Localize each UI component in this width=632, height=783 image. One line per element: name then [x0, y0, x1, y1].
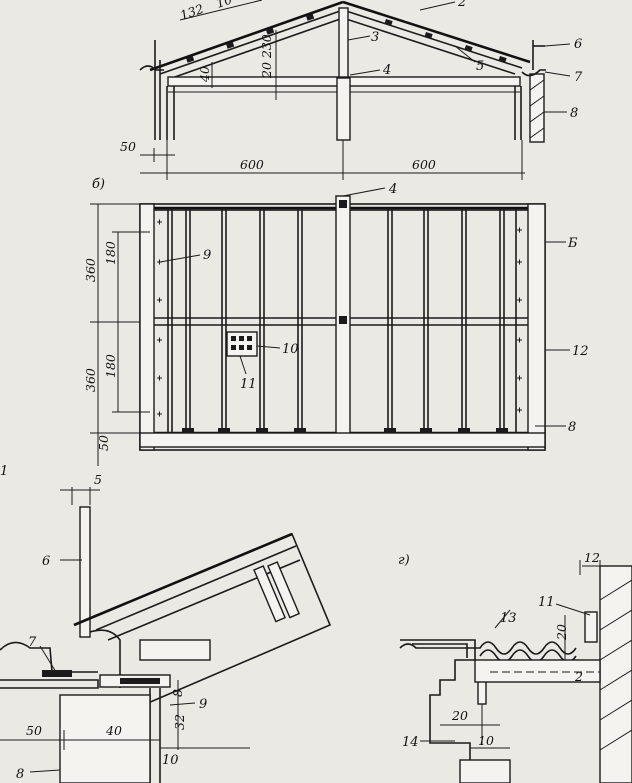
dim-50-top: 50: [120, 139, 136, 154]
dim-50-plan: 50: [96, 435, 111, 451]
label-4-top: 4: [382, 63, 391, 78]
dim-20-230: 20 230: [259, 34, 274, 79]
label-11-detail: 11: [538, 595, 555, 610]
dim-600-right: 600: [412, 157, 436, 172]
dim-12: 12: [584, 550, 600, 565]
label-6-top: 6: [574, 37, 582, 52]
dim-20-g: 20: [451, 708, 468, 723]
dim-10-top: 10: [214, 0, 234, 11]
label-14: 14: [402, 735, 419, 750]
label-4-plan: 4: [388, 182, 397, 197]
label-7-detail: 7: [28, 635, 37, 650]
eave-detail-view: [0, 487, 332, 783]
dim-32-detail: 32: [172, 714, 187, 730]
dim-2: 2: [574, 669, 583, 684]
dim-40-top: 40: [197, 66, 212, 83]
label-3: 3: [371, 30, 379, 45]
label-b6-plan: Б: [567, 236, 578, 251]
label-11-plan: 11: [240, 377, 257, 392]
label-12: 12: [572, 344, 589, 359]
ridge-detail-view: [399, 560, 632, 783]
dim-50-detail: 50: [26, 723, 42, 738]
view-label-b: б): [92, 177, 105, 192]
dim-10-g: 10: [478, 733, 494, 748]
label-6-detail: 6: [42, 554, 50, 569]
label-10-detail: 10: [162, 753, 179, 768]
truss-section-view: [139, 0, 571, 180]
label-9-plan: 9: [203, 248, 211, 263]
dim-180-bot: 180: [103, 354, 118, 378]
dim-600-left: 600: [240, 157, 264, 172]
label-13: 13: [500, 611, 517, 626]
view-label-g: г): [398, 553, 410, 568]
dim-180-top: 180: [103, 241, 118, 265]
label-10-plan: 10: [282, 342, 299, 357]
label-1: 1: [0, 464, 8, 479]
dim-20-vert: 20: [554, 624, 569, 641]
label-7-top: 7: [574, 70, 583, 85]
dim-360-top: 360: [83, 258, 98, 282]
dim-132: 132: [178, 1, 205, 23]
dim-360-bot: 360: [83, 368, 98, 392]
label-5: 5: [476, 59, 484, 74]
label-8-detail: 8: [16, 767, 24, 782]
plan-view: [90, 187, 570, 466]
dim-8-detail: 8: [170, 689, 185, 697]
label-2: 2: [457, 0, 466, 10]
label-8-plan: 8: [568, 420, 576, 435]
dim-5: 5: [94, 472, 102, 487]
label-8-top: 8: [570, 106, 578, 121]
dim-40-detail: 40: [105, 723, 122, 738]
label-9-detail: 9: [199, 697, 207, 712]
